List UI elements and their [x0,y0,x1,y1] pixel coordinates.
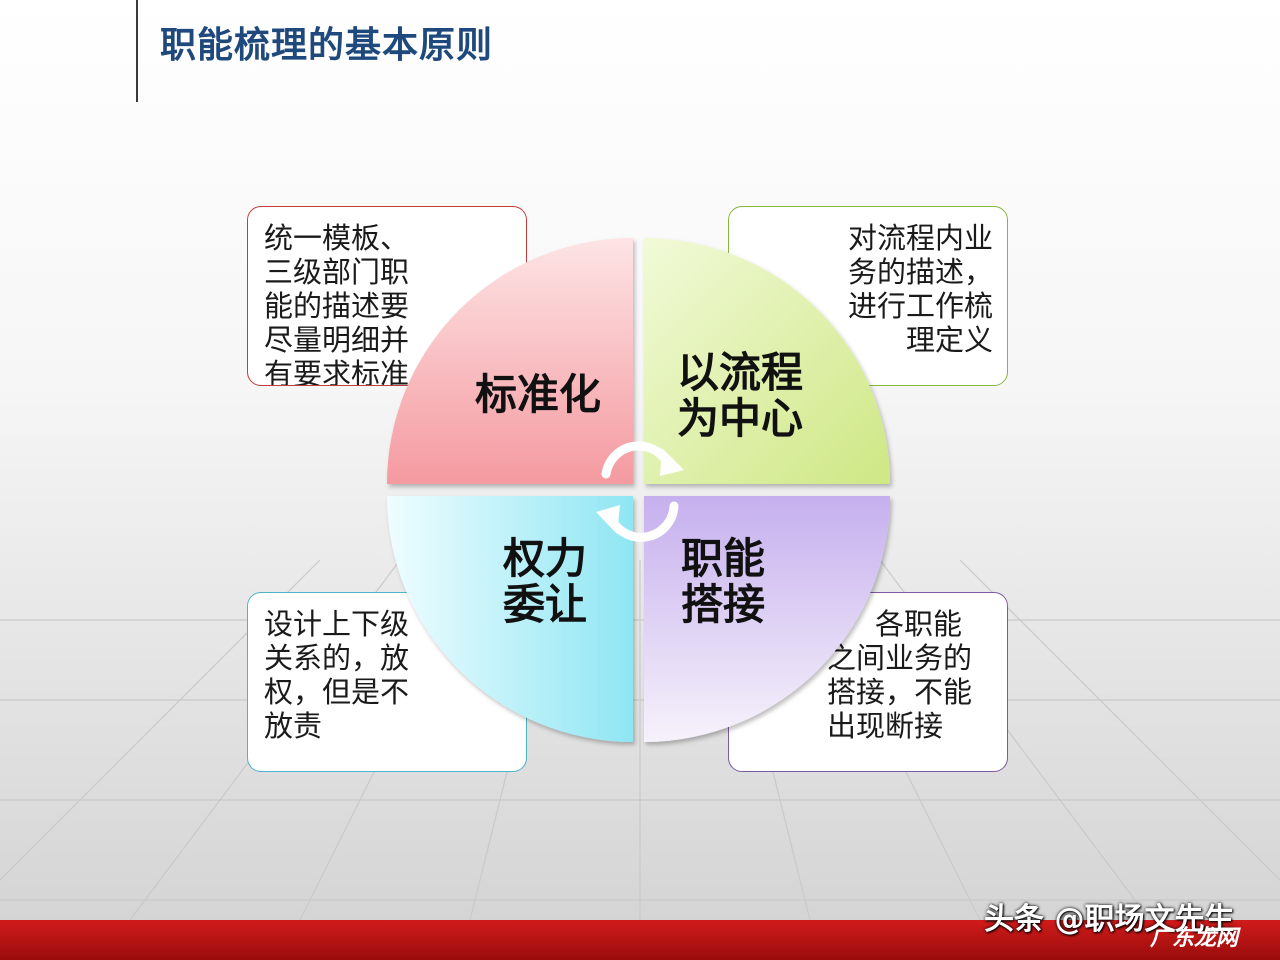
standardization-description-line: 有要求标准 [264,357,410,386]
linkage-description-line: 各职能 [875,607,963,641]
footer-bar [0,920,1280,960]
process-description-line: 理定义 [905,323,993,357]
delegation-title-line: 权力 [502,534,587,583]
process-description-line: 对流程内业 [847,221,993,255]
standardization-title-line: 标准化 [474,370,601,419]
delegation-description-line: 放责 [264,709,323,743]
delegation-title-line: 委让 [502,580,587,629]
cycle-arrow-heads [596,448,684,534]
quadrant-function-linkage [644,496,890,742]
title-divider [136,0,138,102]
linkage-description-line: 搭接，不能 [827,675,973,709]
quadrant-standardization [387,238,633,484]
standardization-description-line: 统一模板、 [264,221,410,255]
process-description-line: 进行工作梳 [847,289,993,323]
linkage-title-line: 搭接 [680,580,765,629]
linkage-description-line: 之间业务的 [827,641,973,675]
quadrant-label-process-centered: 以流程为中心 [660,350,820,442]
process-title-line: 为中心 [676,394,803,443]
delegation-description-line: 权，但是不 [264,675,410,709]
site-watermark: 广东龙网 [1150,925,1239,951]
page-title: 职能梳理的基本原则 [160,25,494,66]
delegation-description-line: 设计上下级 [264,607,410,641]
quadrant-label-function-linkage: 职能搭接 [643,536,803,628]
standardization-description-line: 能的描述要 [264,289,410,323]
quadrant-label-standardization: 标准化 [458,372,618,418]
linkage-description-line: 出现断接 [827,709,944,743]
standardization-description-line: 三级部门职 [264,255,410,289]
process-description-line: 务的描述， [847,255,993,289]
linkage-title-line: 职能 [680,534,765,583]
watermark-text: 头条 @职场文先生 [984,902,1235,937]
quadrant-label-delegation: 权力委让 [465,536,625,628]
quadrant-process-centered [644,238,890,484]
process-title-line: 以流程 [676,348,803,397]
standardization-description-line: 尽量明细并 [264,323,410,357]
description-box-standardization: 统一模板、三级部门职能的描述要尽量明细并有要求标准 [247,206,527,386]
quadrant-delegation [387,496,633,742]
delegation-description-line: 关系的，放 [264,641,410,675]
cycle-arrows-icon [601,441,679,542]
